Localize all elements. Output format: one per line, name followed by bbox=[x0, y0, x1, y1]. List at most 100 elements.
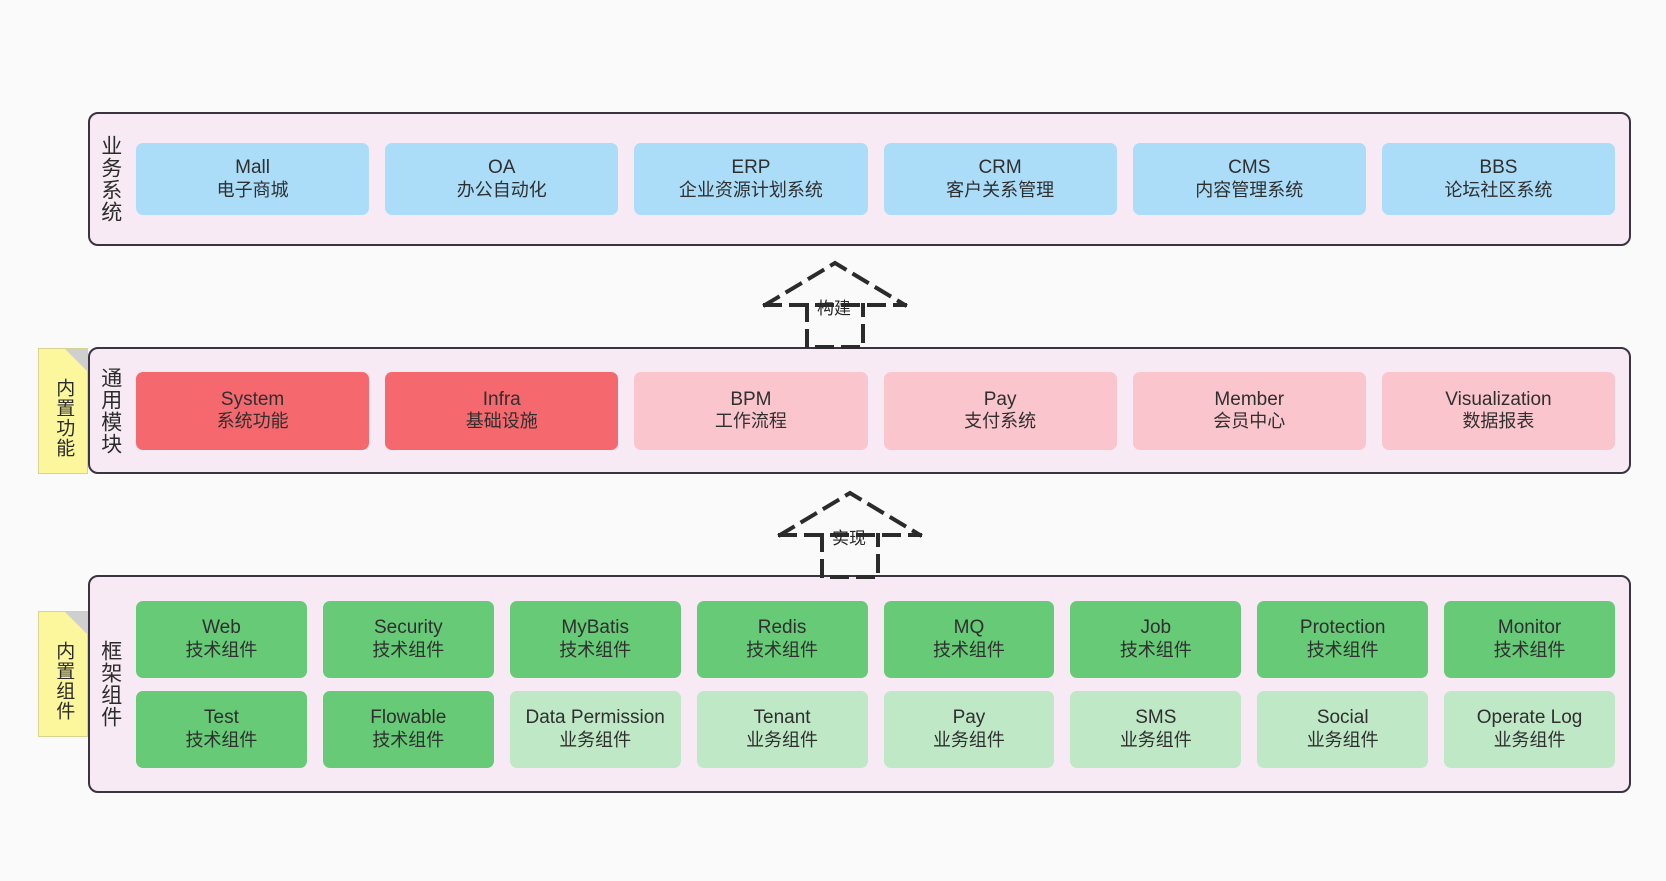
card-title-en: MQ bbox=[953, 617, 985, 639]
card-title-cn: 业务组件 bbox=[746, 729, 819, 750]
card-title-cn: 技术组件 bbox=[1119, 639, 1192, 660]
sticky-note-builtin-features: 内置功能 bbox=[38, 348, 88, 474]
card-title-en: Job bbox=[1140, 617, 1172, 639]
framework-card-mq[interactable]: MQ 技术组件 bbox=[883, 600, 1055, 678]
card-title-cn: 技术组件 bbox=[932, 639, 1005, 660]
card-title-en: Pay bbox=[952, 707, 986, 729]
card-title-cn: 业务组件 bbox=[1493, 729, 1566, 750]
module-card-member[interactable]: Member 会员中心 bbox=[1132, 371, 1366, 450]
module-card-bpm[interactable]: BPM 工作流程 bbox=[634, 371, 868, 450]
card-title-en: OA bbox=[488, 157, 516, 179]
card-title-cn: 业务组件 bbox=[559, 729, 632, 750]
card-title-en: Pay bbox=[983, 388, 1017, 410]
framework-card-social[interactable]: Social 业务组件 bbox=[1257, 690, 1429, 768]
card-title-en: BBS bbox=[1479, 157, 1518, 179]
card-title-en: Social bbox=[1316, 707, 1369, 729]
card-title-en: Test bbox=[204, 707, 239, 729]
framework-card-mybatis[interactable]: MyBatis 技术组件 bbox=[509, 600, 681, 678]
page-fold-icon bbox=[65, 612, 87, 634]
framework-card-flowable[interactable]: Flowable 技术组件 bbox=[322, 690, 494, 768]
card-title-cn: 工作流程 bbox=[714, 411, 787, 432]
business-systems-row: Mall 电子商城 OA 办公自动化 ERP 企业资源计划系统 CRM 客户关系… bbox=[136, 143, 1616, 215]
framework-card-tenant[interactable]: Tenant 业务组件 bbox=[696, 690, 868, 768]
card-title-en: Visualization bbox=[1445, 388, 1552, 410]
card-title-en: SMS bbox=[1135, 707, 1177, 729]
framework-card-data-permission[interactable]: Data Permission 业务组件 bbox=[509, 690, 681, 768]
card-title-cn: 会员中心 bbox=[1213, 411, 1286, 432]
card-title-cn: 技术组件 bbox=[185, 639, 258, 660]
card-title-en: Data Permission bbox=[525, 707, 665, 729]
card-title-cn: 数据报表 bbox=[1462, 411, 1535, 432]
card-title-en: CRM bbox=[978, 157, 1022, 179]
card-title-en: ERP bbox=[731, 157, 771, 179]
connector-implement-label: 实现 bbox=[832, 529, 866, 548]
sticky-note-builtin-components: 内置组件 bbox=[38, 611, 88, 737]
card-title-cn: 客户关系管理 bbox=[946, 179, 1055, 200]
card-title-en: Tenant bbox=[753, 707, 811, 729]
layer-business-title: 业务系统 bbox=[98, 135, 122, 223]
card-title-en: Mall bbox=[235, 157, 270, 179]
card-title-en: Monitor bbox=[1497, 617, 1562, 639]
framework-card-web[interactable]: Web 技术组件 bbox=[136, 600, 307, 678]
module-card-system[interactable]: System 系统功能 bbox=[136, 371, 370, 450]
framework-card-monitor[interactable]: Monitor 技术组件 bbox=[1444, 600, 1615, 678]
business-card-mall[interactable]: Mall 电子商城 bbox=[136, 143, 370, 215]
card-title-cn: 技术组件 bbox=[1493, 639, 1566, 660]
business-card-oa[interactable]: OA 办公自动化 bbox=[385, 143, 619, 215]
card-title-en: Flowable bbox=[370, 707, 447, 729]
sticky-note-label: 内置组件 bbox=[53, 641, 75, 721]
sticky-note-label: 内置功能 bbox=[53, 378, 75, 458]
connector-build: 构建 bbox=[745, 255, 925, 350]
card-title-en: BPM bbox=[730, 388, 772, 410]
card-title-en: Redis bbox=[757, 617, 807, 639]
module-card-pay[interactable]: Pay 支付系统 bbox=[883, 371, 1117, 450]
card-title-cn: 技术组件 bbox=[746, 639, 819, 660]
page-fold-icon bbox=[65, 349, 87, 371]
card-title-en: Member bbox=[1214, 388, 1285, 410]
framework-card-redis[interactable]: Redis 技术组件 bbox=[696, 600, 868, 678]
card-title-cn: 业务组件 bbox=[1306, 729, 1379, 750]
card-title-cn: 系统功能 bbox=[216, 411, 289, 432]
framework-card-test[interactable]: Test 技术组件 bbox=[136, 690, 307, 768]
layer-common-body: System 系统功能 Infra 基础设施 BPM 工作流程 Pay 支付系统… bbox=[130, 349, 1629, 472]
card-title-en: Infra bbox=[482, 388, 521, 410]
card-title-en: Web bbox=[202, 617, 241, 639]
card-title-cn: 论坛社区系统 bbox=[1444, 179, 1553, 200]
card-title-cn: 企业资源计划系统 bbox=[678, 179, 823, 200]
business-card-cms[interactable]: CMS 内容管理系统 bbox=[1132, 143, 1366, 215]
card-title-en: Protection bbox=[1299, 617, 1386, 639]
card-title-cn: 技术组件 bbox=[1306, 639, 1379, 660]
framework-card-security[interactable]: Security 技术组件 bbox=[322, 600, 494, 678]
card-title-en: CMS bbox=[1228, 157, 1271, 179]
card-title-cn: 技术组件 bbox=[372, 729, 445, 750]
card-title-cn: 技术组件 bbox=[559, 639, 632, 660]
business-card-bbs[interactable]: BBS 论坛社区系统 bbox=[1381, 143, 1616, 215]
business-card-erp[interactable]: ERP 企业资源计划系统 bbox=[634, 143, 868, 215]
card-title-cn: 办公自动化 bbox=[456, 179, 547, 200]
card-title-en: Security bbox=[373, 617, 443, 639]
card-title-cn: 业务组件 bbox=[1119, 729, 1192, 750]
layer-common-title: 通用模块 bbox=[98, 366, 122, 455]
module-card-visualization[interactable]: Visualization 数据报表 bbox=[1381, 371, 1616, 450]
card-title-cn: 内容管理系统 bbox=[1195, 179, 1304, 200]
framework-card-job[interactable]: Job 技术组件 bbox=[1070, 600, 1242, 678]
card-title-cn: 技术组件 bbox=[185, 729, 258, 750]
layer-business-body: Mall 电子商城 OA 办公自动化 ERP 企业资源计划系统 CRM 客户关系… bbox=[130, 114, 1629, 244]
connector-implement: 实现 bbox=[760, 485, 940, 580]
common-modules-row: System 系统功能 Infra 基础设施 BPM 工作流程 Pay 支付系统… bbox=[136, 371, 1616, 450]
layer-common-modules: 通用模块 System 系统功能 Infra 基础设施 BPM 工作流程 Pay… bbox=[88, 347, 1631, 474]
layer-business-systems: 业务系统 Mall 电子商城 OA 办公自动化 ERP 企业资源计划系统 CRM… bbox=[88, 112, 1631, 246]
card-title-cn: 支付系统 bbox=[964, 411, 1037, 432]
card-title-en: System bbox=[220, 388, 285, 410]
connector-build-label: 构建 bbox=[817, 299, 851, 318]
layer-framework-body: Web 技术组件 Security 技术组件 MyBatis 技术组件 Redi… bbox=[130, 577, 1629, 791]
framework-card-operate-log[interactable]: Operate Log 业务组件 bbox=[1444, 690, 1615, 768]
module-card-infra[interactable]: Infra 基础设施 bbox=[385, 371, 619, 450]
layer-framework-title: 框架组件 bbox=[98, 640, 122, 728]
framework-card-protection[interactable]: Protection 技术组件 bbox=[1257, 600, 1429, 678]
framework-card-pay[interactable]: Pay 业务组件 bbox=[883, 690, 1055, 768]
business-card-crm[interactable]: CRM 客户关系管理 bbox=[883, 143, 1117, 215]
framework-card-sms[interactable]: SMS 业务组件 bbox=[1070, 690, 1242, 768]
layer-framework-components: 框架组件 Web 技术组件 Security 技术组件 MyBatis 技术组件… bbox=[88, 575, 1631, 793]
